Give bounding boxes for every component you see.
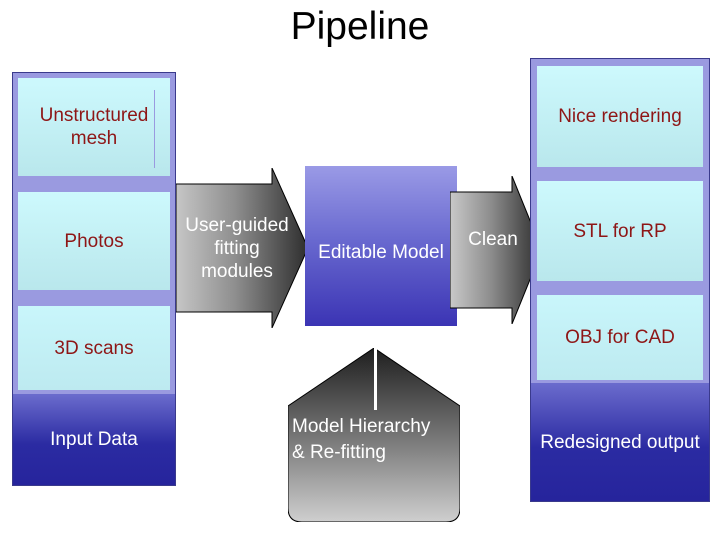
mesh-tick-line — [154, 90, 155, 168]
output-cell-stl-for-rp[interactable]: STL for RP — [537, 181, 703, 281]
output-cell-obj-for-cad[interactable]: OBJ for CAD — [537, 295, 703, 380]
input-data-column: Unstructured mesh Photos 3D scans Input … — [12, 72, 176, 486]
input-cell-3d-scans[interactable]: 3D scans — [18, 306, 170, 390]
clean-arrow[interactable] — [450, 176, 542, 324]
user-guided-fitting-arrow[interactable] — [176, 168, 308, 328]
input-cell-photos[interactable]: Photos — [18, 192, 170, 290]
editable-model-box[interactable] — [305, 166, 457, 326]
page-title: Pipeline — [290, 5, 430, 48]
input-column-footer-label: Input Data — [13, 394, 175, 485]
output-column-footer-label: Redesigned output — [531, 383, 709, 501]
output-cell-nice-rendering[interactable]: Nice rendering — [537, 66, 703, 167]
hierarchy-tick-line — [374, 348, 377, 410]
input-cell-unstructured-mesh[interactable]: Unstructured mesh — [18, 78, 170, 176]
output-column: Nice rendering STL for RP OBJ for CAD Re… — [530, 58, 710, 502]
